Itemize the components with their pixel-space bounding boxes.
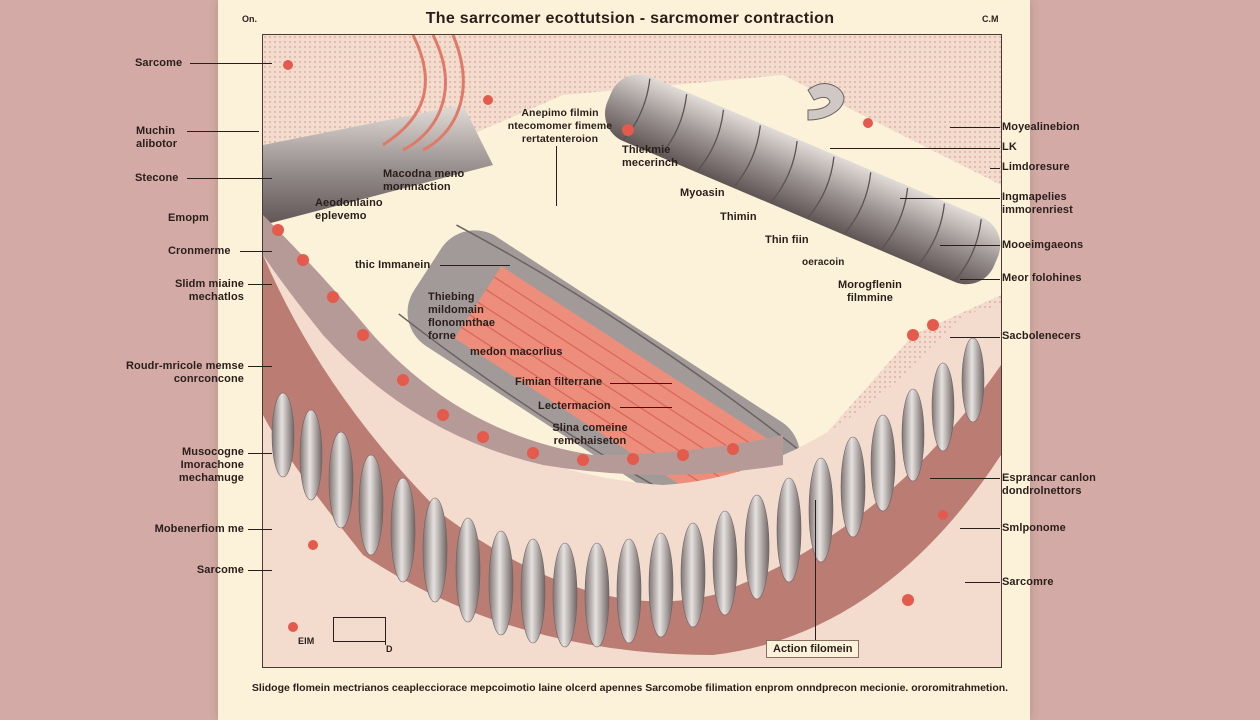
leader-line [930, 478, 1000, 480]
right-label-1: Moyealinebion [1002, 121, 1080, 133]
leader-line [190, 63, 272, 65]
leader-line [940, 245, 1000, 247]
center-label-myoasin: Myoasin [680, 187, 725, 199]
illustration-frame [262, 34, 1002, 668]
leader-line [950, 127, 1000, 129]
center-label-lectermacion: Lectermacion [538, 400, 611, 412]
center-label-macodna: Macodna meno mornnaction [383, 168, 465, 193]
left-label-4: Emopm [168, 212, 209, 224]
granule-cluster [263, 60, 948, 632]
center-label-aeodonlaino: Aeodonlaino eplevemo [315, 197, 383, 222]
right-label-3: Limdoresure [1002, 161, 1070, 173]
leader-line [965, 582, 1000, 584]
sarcomere-illustration [263, 35, 1001, 667]
right-label-5: Mooeimgaeons [1002, 239, 1084, 251]
leader-line [900, 198, 1000, 200]
leader-line [248, 529, 272, 531]
leader-line [620, 407, 672, 409]
leader-line [830, 148, 1000, 150]
scale-bar-right [385, 617, 387, 645]
leader-line [187, 131, 259, 133]
corner-mark-right: C.M [982, 14, 999, 24]
leader-line [248, 366, 272, 368]
leader-line [960, 279, 1000, 281]
center-label-morogflenin: Morogflenin filmmine [837, 279, 903, 304]
leader-line [990, 168, 1000, 170]
leader-line [950, 337, 1000, 339]
right-label-7: Sacbolenecers [1002, 330, 1081, 342]
left-label-2: Muchin alibotor [136, 125, 178, 150]
left-fiber-cylinder [263, 105, 493, 225]
left-label-8: Musocogne Imorachone mechamuge [178, 446, 244, 484]
left-label-7: Roudr-mricole memse conrconcone [125, 360, 244, 385]
leader-line [187, 178, 272, 180]
center-label-medon: medon macorlius [470, 346, 563, 358]
scale-bar-top [333, 617, 386, 619]
center-label-thic-immanein: thic Immanein [355, 259, 431, 271]
left-label-9: Mobenerfiom me [154, 523, 244, 535]
scale-bar-bottom [333, 641, 386, 643]
leader-line [248, 570, 272, 572]
scale-d-label: D [386, 644, 393, 654]
center-label-thimin: Thimin [720, 211, 757, 223]
right-label-10: Sarcomre [1002, 576, 1054, 588]
center-label-oeracoin: oeracoin [802, 257, 845, 268]
scale-bar-left [333, 617, 335, 641]
right-label-8: Esprancar canlon dondrolnettors [1002, 472, 1096, 497]
nerve-strands [382, 35, 465, 152]
leader-line [248, 284, 272, 286]
center-label-anepimo: Anepimo filmin ntecomomer fimeme rertate… [507, 107, 613, 145]
corner-mark-left: On. [242, 14, 257, 24]
right-label-9: Smlponome [1002, 522, 1066, 534]
center-label-thin-fiin: Thin fiin [765, 234, 809, 246]
scale-label: EIM [298, 636, 315, 646]
center-label-thiebing: Thiebing mildomain flonomnthae forne [428, 291, 496, 342]
leader-line [815, 500, 817, 640]
leader-line [960, 528, 1000, 530]
leader-line [610, 383, 672, 385]
left-label-10: Sarcome [196, 564, 244, 576]
left-label-6: Slidm miaine mechatlos [174, 278, 244, 303]
center-label-fimian: Fimian filterrane [515, 376, 603, 388]
center-label-thiekmie: Thiekmie mecerinch [622, 144, 678, 169]
right-label-6: Meor folohines [1002, 272, 1082, 284]
diagram-title: The sarrcomer ecottutsion - sarcmomer co… [425, 10, 835, 27]
left-label-3: Stecone [135, 172, 179, 184]
curl-shape [807, 83, 845, 121]
ellipsoid-filaments [271, 337, 985, 648]
right-label-2: LK [1002, 141, 1017, 153]
leader-line [556, 146, 558, 206]
figure-caption: Slidoge flomein mectrianos ceaplecciorac… [251, 682, 1009, 694]
left-label-1: Sarcome [135, 57, 183, 69]
leader-line [440, 265, 510, 267]
leader-line [240, 251, 272, 253]
left-label-5: Cronmerme [168, 245, 231, 257]
right-label-4: Ingmapelies immorenriest [1002, 191, 1073, 216]
center-label-slina: Slina comeine remchaiseton [552, 422, 628, 447]
action-filament-label: Action filomein [766, 640, 860, 658]
leader-line [248, 453, 272, 455]
